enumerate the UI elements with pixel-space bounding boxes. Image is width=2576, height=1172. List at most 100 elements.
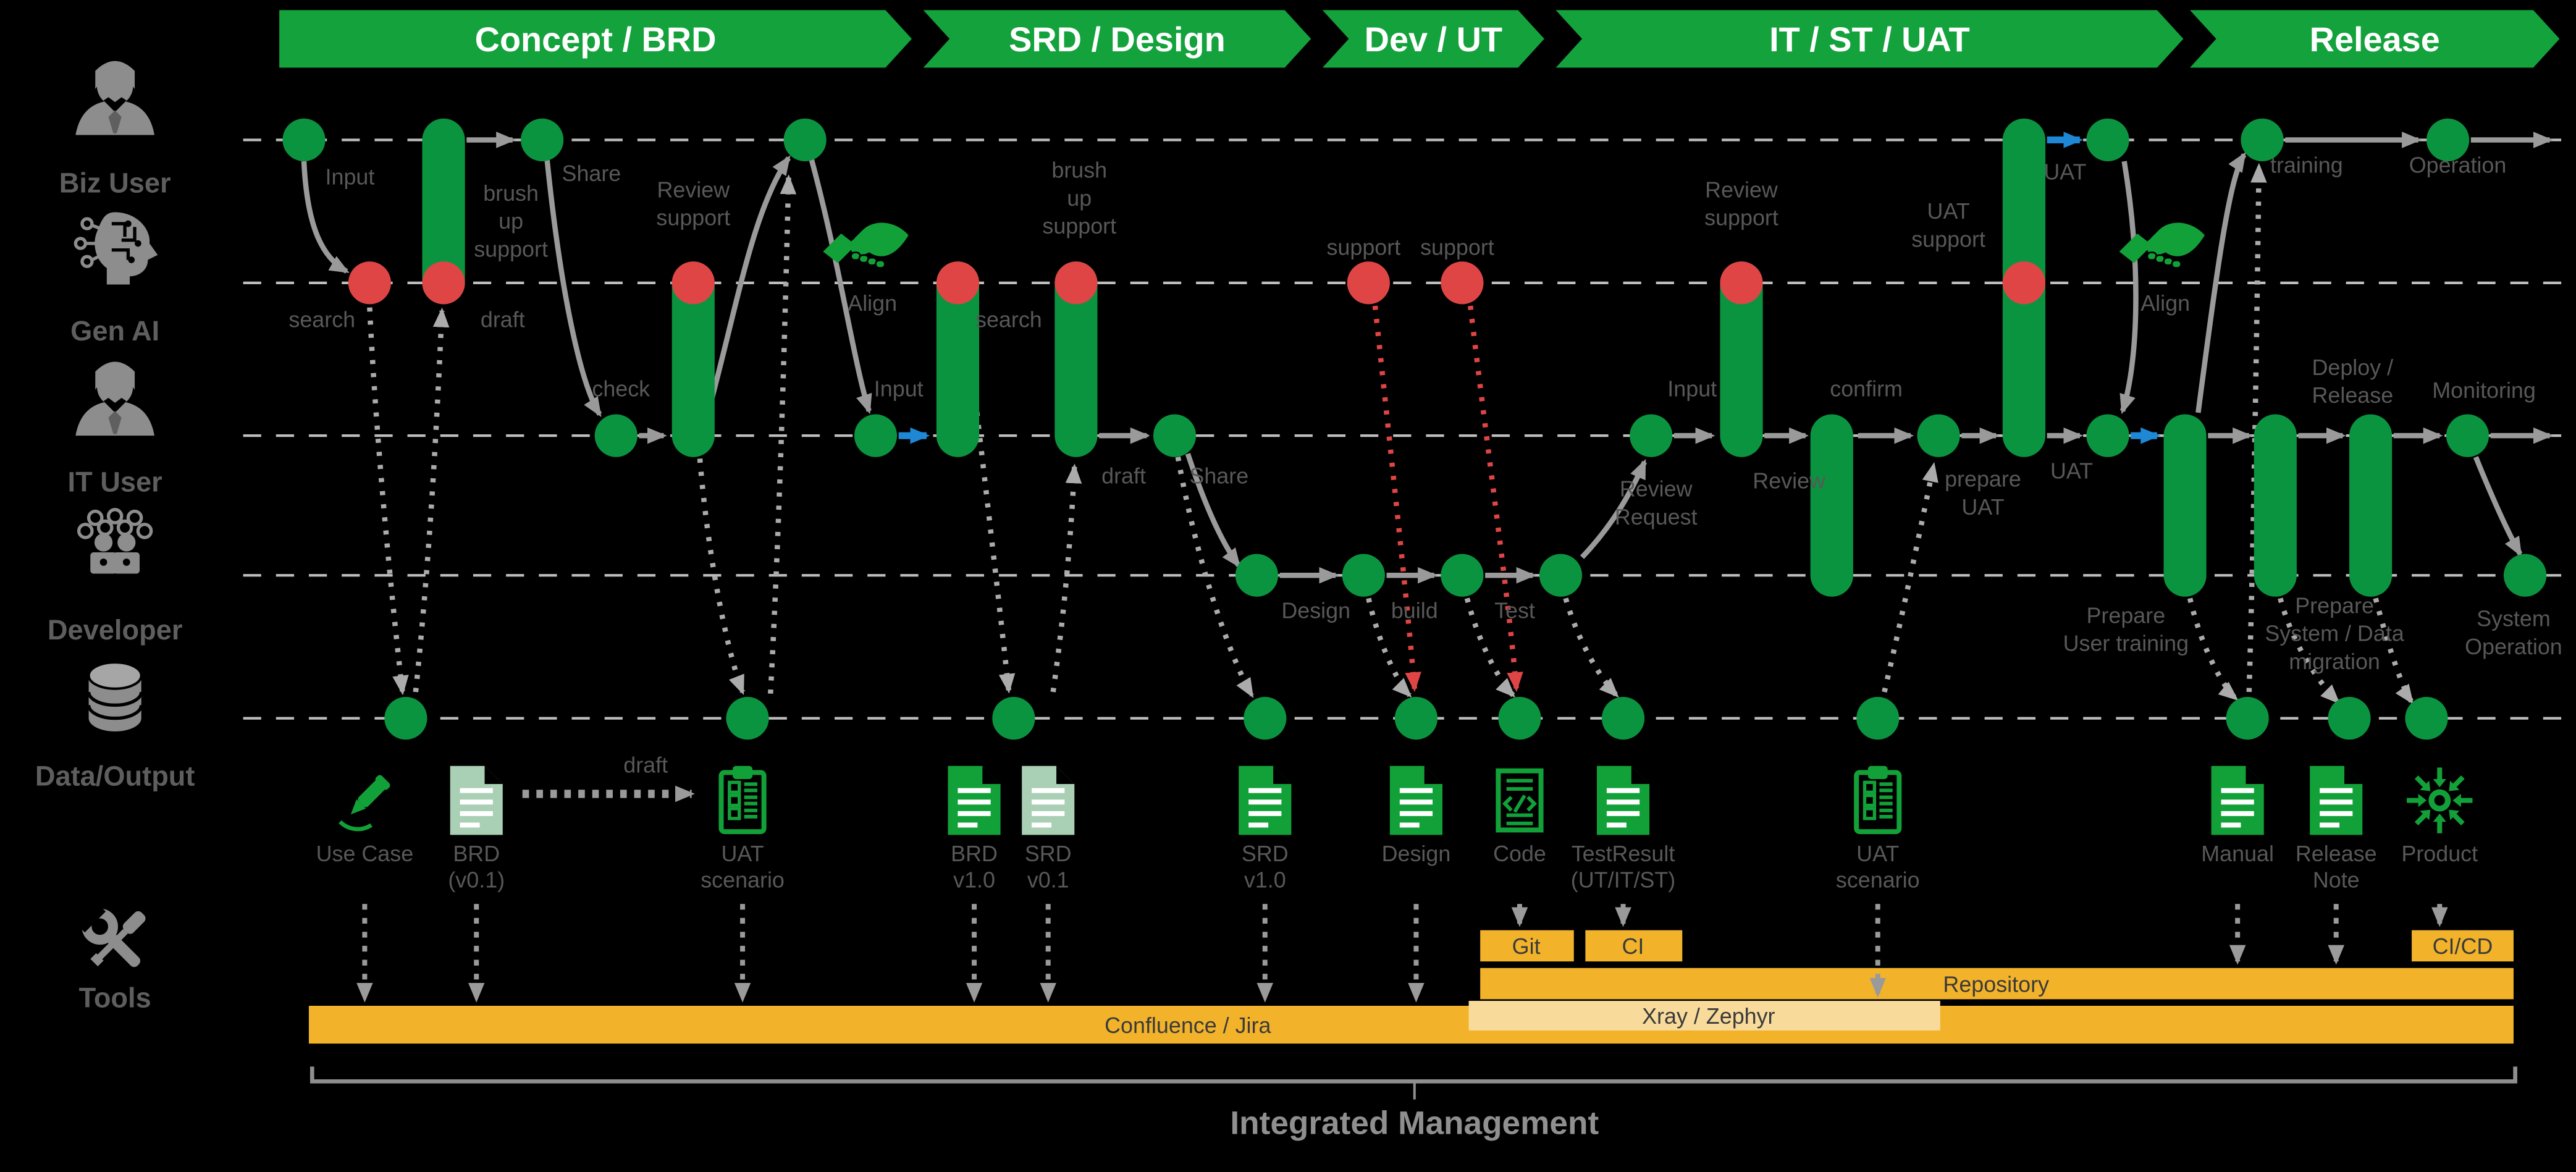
data-flow-dotted — [961, 307, 1016, 694]
task-node — [1498, 697, 1541, 740]
tool-bar-label: Confluence / Jira — [1105, 1013, 1271, 1038]
flow-edges — [301, 132, 2553, 705]
flow-label: support — [1326, 235, 1400, 260]
flow-arrow — [301, 161, 350, 274]
tool-bar-ci — [1585, 930, 1683, 962]
data-flow-dotted — [1563, 597, 1619, 698]
data-flow-dotted — [768, 174, 797, 694]
doc-icon-srd-v1.0 — [1239, 765, 1292, 835]
phase-chevron-it-st-uat — [1555, 10, 2184, 68]
doc-label: Code — [1493, 841, 1546, 866]
task-node — [282, 118, 326, 162]
genai-node — [671, 261, 715, 305]
task-node — [1342, 554, 1385, 597]
lane-lines — [243, 138, 2567, 720]
doc-icon-design — [1389, 765, 1442, 835]
genai-support-dotted — [1467, 305, 1523, 693]
task-node — [384, 697, 427, 740]
tool-bar-xray-zephyr — [1468, 1001, 1940, 1031]
flow-label: Input — [874, 376, 924, 401]
doc-icon-release-note — [2310, 765, 2363, 835]
doc-icon-testresult-ut-it-st- — [1596, 765, 1650, 835]
flow-label: Design — [1281, 598, 1350, 623]
phase-chevron-release — [2190, 10, 2560, 68]
genai-node — [1347, 261, 1390, 305]
flow-label: training — [2270, 153, 2343, 178]
role-label-biz-user: Biz User — [59, 167, 171, 199]
phase-label: Dev / UT — [1365, 20, 1502, 59]
task-node — [594, 414, 638, 457]
genai-node — [1720, 261, 1763, 305]
flow-label: Review — [1753, 468, 1825, 493]
doc-icon-brd-v1.0 — [948, 765, 1001, 835]
task-node — [1153, 414, 1197, 457]
flow-arrow — [1185, 453, 1241, 568]
task-node — [2426, 118, 2470, 162]
integrated-management-label: Integrated Management — [1230, 1105, 1599, 1141]
phase-chevron-dev-ut — [1322, 10, 1544, 68]
doc-icon-srd-v0.1 — [1022, 765, 1075, 835]
tool-bar-git — [1480, 930, 1574, 962]
task-node — [992, 697, 1035, 740]
data-flow-dotted — [1882, 462, 1938, 693]
tool-bar-confluence-jira — [308, 1005, 2514, 1044]
task-node — [726, 697, 769, 740]
flow-label: search — [288, 308, 355, 332]
doc-label: Manual — [2201, 841, 2274, 866]
task-node — [2503, 554, 2547, 597]
activity-bar — [2349, 414, 2393, 597]
doc-label: Product — [2401, 841, 2478, 866]
task-node — [1235, 554, 1279, 597]
task-node — [2086, 118, 2129, 162]
activity-bar — [936, 261, 980, 457]
doc-icon-product — [2407, 767, 2473, 833]
data-output-icon — [86, 661, 143, 731]
flow-label: draft — [1101, 463, 1146, 488]
role-label-gen-ai: Gen AI — [70, 315, 159, 347]
tools-icon — [73, 900, 146, 968]
genai-node — [2002, 261, 2046, 305]
tool-bar-repository — [1480, 968, 2514, 1000]
flow-label: support — [1420, 235, 1494, 260]
task-node — [2405, 697, 2448, 740]
doc-icon-brd-v0.1- — [450, 765, 503, 835]
genai-node — [348, 261, 391, 305]
activity-bar — [1720, 261, 1763, 457]
doc-icon-code — [1496, 768, 1544, 833]
phase-chevron-srd-design — [923, 10, 1311, 68]
task-node — [1601, 697, 1645, 740]
task-node — [2241, 118, 2284, 162]
genai-support-dotted — [1372, 305, 1421, 693]
biz-user-icon — [75, 61, 154, 135]
phase-label: Release — [2310, 20, 2440, 59]
doc-icon-use-case — [339, 775, 390, 832]
task-node — [1856, 697, 1900, 740]
flow-label: Input — [1667, 376, 1717, 401]
developer-icon — [77, 508, 153, 574]
doc-icon-uat-scenario — [718, 765, 767, 835]
task-node — [854, 414, 898, 457]
data-flow-dotted — [2187, 597, 2239, 701]
task-node — [521, 118, 564, 162]
doc-label: BRD(v0.1) — [448, 841, 505, 893]
phase-chevron-concept-brd — [279, 10, 912, 68]
flow-label: draft — [481, 308, 525, 332]
tool-bar-label: Repository — [1943, 972, 2049, 997]
tool-bar-ci-cd — [2412, 930, 2514, 962]
flow-arrow — [2473, 456, 2523, 557]
task-node — [783, 118, 827, 162]
flow-label: UAT — [2050, 458, 2093, 483]
